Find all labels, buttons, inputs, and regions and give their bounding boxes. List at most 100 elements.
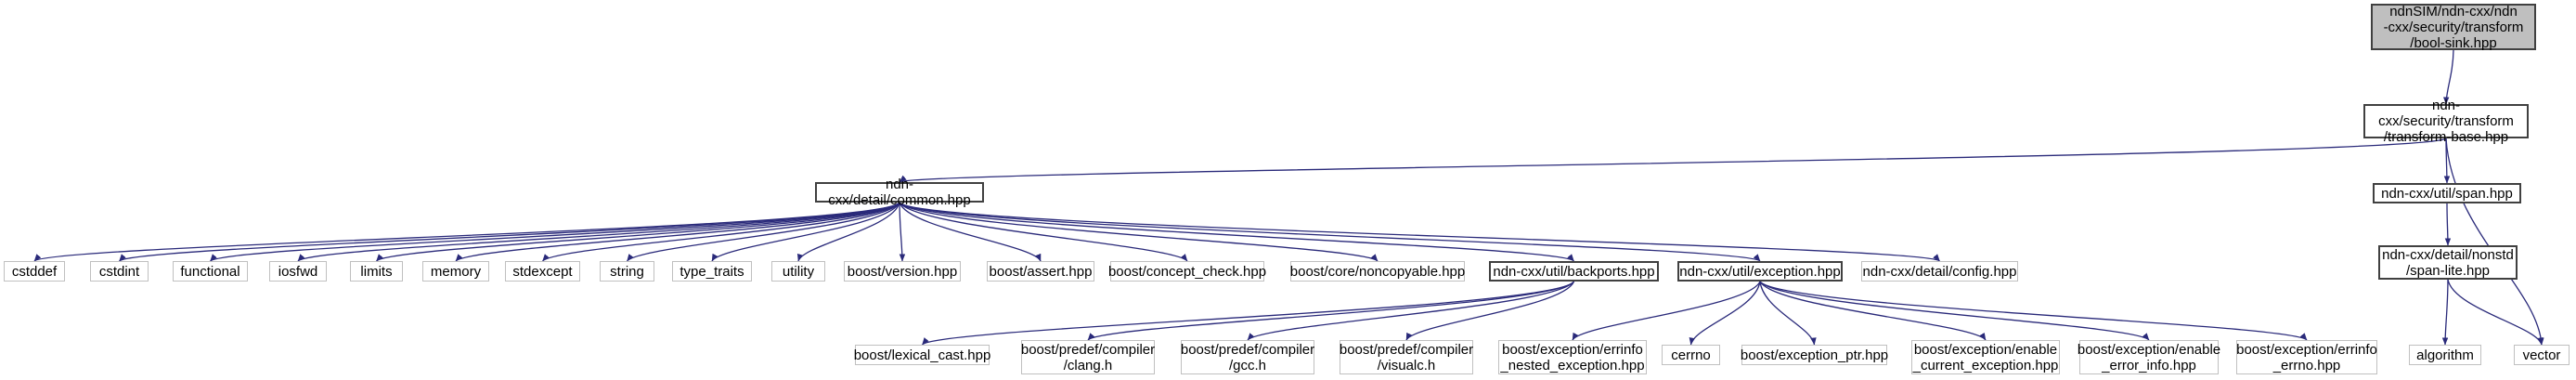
- graph-node-label: vector: [2522, 347, 2561, 363]
- graph-node-label: stdexcept: [512, 263, 573, 280]
- graph-edge-common-to-iosfwd: [297, 202, 900, 262]
- graph-node-config[interactable]: ndn-cxx/detail/config.hpp: [1861, 261, 2018, 282]
- graph-edge-common-to-boost_noncopy: [899, 202, 1379, 262]
- graph-node-boost_assert[interactable]: boost/assert.hpp: [987, 261, 1094, 282]
- graph-node-label: functional: [180, 263, 240, 280]
- graph-node-label: ndn-cxx/util/backports.hpp: [1493, 263, 1655, 280]
- graph-edge-root-to-transform_base: [2442, 49, 2454, 105]
- graph-node-cstddef[interactable]: cstddef: [4, 261, 65, 282]
- graph-edge-common-to-type_traits: [711, 202, 900, 262]
- graph-node-label: boost/lexical_cast.hpp: [853, 347, 991, 363]
- graph-edge-backports-to-lexical_cast: [921, 281, 1575, 346]
- graph-node-label: boost/predef/compiler /gcc.h: [1180, 341, 1315, 373]
- graph-node-predef_gcc[interactable]: boost/predef/compiler /gcc.h: [1181, 340, 1314, 374]
- graph-node-label: ndn-cxx/detail/nonstd /span-lite.hpp: [2382, 246, 2514, 279]
- graph-edge-span_lite-to-vector: [2447, 279, 2544, 346]
- graph-node-common[interactable]: ndn-cxx/detail/common.hpp: [815, 177, 984, 208]
- graph-node-label: boost/exception/enable _current_exceptio…: [1912, 341, 2059, 373]
- graph-edge-exception-to-cerrno: [1689, 281, 1761, 346]
- graph-node-label: cstdint: [98, 263, 140, 280]
- graph-node-errinfo_errno[interactable]: boost/exception/errinfo _errno.hpp: [2236, 340, 2377, 374]
- graph-node-label: type_traits: [680, 263, 744, 280]
- graph-node-boost_version[interactable]: boost/version.hpp: [844, 261, 961, 282]
- graph-edge-common-to-cstdint: [119, 202, 900, 262]
- graph-edge-span-to-span_lite: [2444, 203, 2452, 246]
- graph-node-memory[interactable]: memory: [422, 261, 489, 282]
- graph-edge-transform_base-to-vector: [2445, 138, 2544, 346]
- graph-node-label: ndn-cxx/util/span.hpp: [2381, 185, 2513, 202]
- graph-edge-span_lite-to-algorithm: [2441, 279, 2449, 346]
- graph-node-label: string: [610, 263, 644, 280]
- graph-node-label: cerrno: [1671, 347, 1711, 363]
- graph-node-label: ndnSIM/ndn-cxx/ndn -cxx/security/transfo…: [2383, 3, 2524, 51]
- graph-node-root[interactable]: ndnSIM/ndn-cxx/ndn -cxx/security/transfo…: [2371, 3, 2536, 51]
- graph-node-string[interactable]: string: [600, 261, 654, 282]
- graph-node-boost_concept[interactable]: boost/concept_check.hpp: [1107, 261, 1267, 282]
- graph-edge-exception-to-enable_errinfo: [1759, 281, 2150, 341]
- graph-node-enable_errinfo[interactable]: boost/exception/enable _error_info.hpp: [2077, 340, 2221, 374]
- graph-node-label: iosfwd: [278, 263, 318, 280]
- graph-node-predef_visualc[interactable]: boost/predef/compiler /visualc.h: [1340, 340, 1473, 374]
- graph-node-label: ndn-cxx/detail/common.hpp: [828, 177, 971, 208]
- graph-node-span_lite[interactable]: ndn-cxx/detail/nonstd /span-lite.hpp: [2378, 245, 2518, 280]
- graph-node-cstdint[interactable]: cstdint: [90, 261, 149, 282]
- graph-edge-common-to-boost_version: [899, 202, 906, 262]
- graph-edge-backports-to-predef_visualc: [1405, 281, 1575, 341]
- graph-node-label: limits: [360, 263, 393, 280]
- graph-node-backports[interactable]: ndn-cxx/util/backports.hpp: [1489, 261, 1659, 282]
- graph-edge-exception-to-errinfo_errno: [1759, 281, 2308, 341]
- graph-node-label: boost/exception/enable _error_info.hpp: [2077, 341, 2221, 373]
- graph-node-algorithm[interactable]: algorithm: [2409, 345, 2481, 365]
- graph-node-label: boost/predef/compiler /visualc.h: [1339, 341, 1474, 373]
- graph-node-label: boost/predef/compiler /clang.h: [1020, 341, 1156, 373]
- graph-node-label: boost/assert.hpp: [989, 263, 1093, 280]
- graph-edge-common-to-limits: [376, 202, 900, 262]
- graph-edge-backports-to-predef_gcc: [1247, 281, 1575, 341]
- graph-node-boost_noncopy[interactable]: boost/core/noncopyable.hpp: [1290, 261, 1465, 282]
- graph-node-predef_clang[interactable]: boost/predef/compiler /clang.h: [1021, 340, 1155, 374]
- graph-node-label: cstddef: [11, 263, 58, 280]
- graph-node-label: boost/exception/errinfo _errno.hpp: [2236, 341, 2377, 373]
- graph-node-label: ndn-cxx/security/transform /transform-ba…: [2378, 98, 2514, 145]
- graph-node-lexical_cast[interactable]: boost/lexical_cast.hpp: [853, 345, 991, 365]
- graph-edge-backports-to-predef_clang: [1087, 281, 1575, 341]
- graph-node-label: utility: [782, 263, 815, 280]
- graph-node-transform_base[interactable]: ndn-cxx/security/transform /transform-ba…: [2363, 98, 2529, 145]
- graph-node-exception[interactable]: ndn-cxx/util/exception.hpp: [1677, 261, 1843, 282]
- graph-edge-exception-to-enable_current: [1759, 281, 1987, 341]
- graph-node-span[interactable]: ndn-cxx/util/span.hpp: [2373, 183, 2521, 203]
- graph-node-limits[interactable]: limits: [350, 261, 403, 282]
- graph-edge-common-to-backports: [899, 202, 1574, 262]
- graph-node-label: ndn-cxx/util/exception.hpp: [1679, 263, 1841, 280]
- graph-edge-common-to-boost_concept: [899, 202, 1188, 262]
- graph-node-label: boost/core/noncopyable.hpp: [1289, 263, 1466, 280]
- graph-node-label: algorithm: [2416, 347, 2474, 363]
- graph-node-cerrno[interactable]: cerrno: [1662, 345, 1720, 365]
- graph-edge-common-to-exception: [899, 202, 1761, 262]
- graph-node-label: ndn-cxx/detail/config.hpp: [1862, 263, 2017, 280]
- graph-node-label: boost/exception_ptr.hpp: [1740, 347, 1889, 363]
- graph-edge-common-to-stdexcept: [542, 202, 900, 262]
- graph-edge-common-to-cstddef: [33, 202, 900, 262]
- graph-node-stdexcept[interactable]: stdexcept: [505, 261, 580, 282]
- graph-edge-common-to-memory: [455, 202, 900, 262]
- graph-node-label: memory: [430, 263, 482, 280]
- graph-node-label: boost/exception/errinfo _nested_exceptio…: [1500, 341, 1645, 373]
- graph-node-vector[interactable]: vector: [2514, 345, 2570, 365]
- graph-node-errinfo_nested[interactable]: boost/exception/errinfo _nested_exceptio…: [1498, 340, 1647, 374]
- graph-node-type_traits[interactable]: type_traits: [672, 261, 752, 282]
- graph-edge-exception-to-errinfo_nested: [1572, 281, 1761, 341]
- graph-node-exception_ptr[interactable]: boost/exception_ptr.hpp: [1740, 345, 1889, 365]
- graph-edge-transform_base-to-span: [2443, 138, 2451, 184]
- graph-edge-common-to-functional: [210, 202, 900, 262]
- graph-edge-common-to-utility: [796, 202, 900, 262]
- graph-edge-common-to-string: [626, 202, 900, 262]
- graph-node-enable_current[interactable]: boost/exception/enable _current_exceptio…: [1911, 340, 2060, 374]
- graph-node-label: boost/concept_check.hpp: [1107, 263, 1267, 280]
- graph-node-utility[interactable]: utility: [771, 261, 825, 282]
- graph-node-iosfwd[interactable]: iosfwd: [269, 261, 327, 282]
- graph-edge-exception-to-exception_ptr: [1759, 281, 1817, 346]
- graph-node-functional[interactable]: functional: [173, 261, 248, 282]
